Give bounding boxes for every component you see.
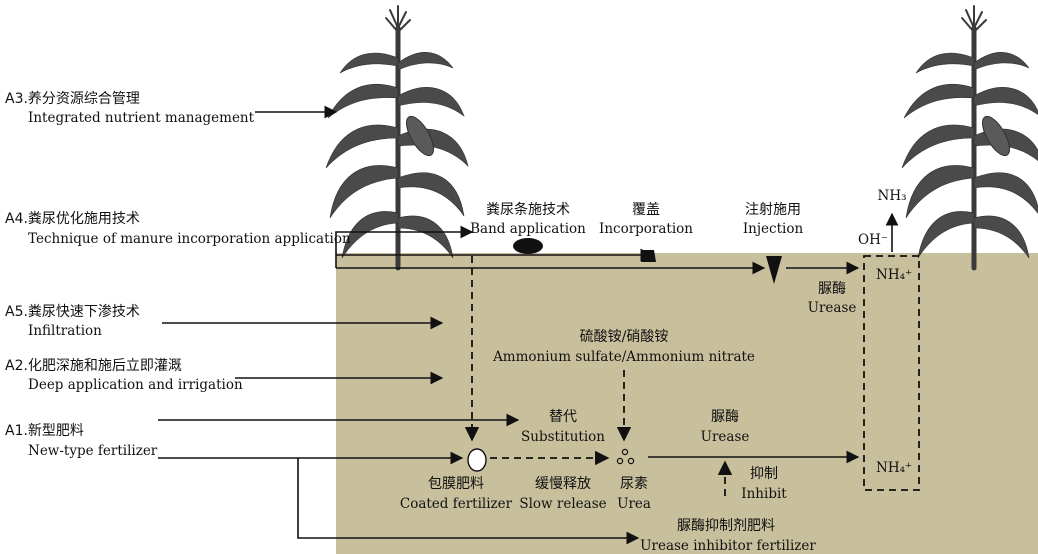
urea-cn: 尿素 [620, 476, 648, 492]
a4-label-en: Technique of manure incorporation applic… [28, 231, 351, 247]
nh4-top: NH₄⁺ [876, 267, 912, 283]
ammonium-cn: 硫酸铵/硝酸铵 [580, 329, 669, 345]
oh-label: OH⁻ [858, 232, 888, 248]
urease-top-cn: 脲酶 [818, 281, 846, 297]
a4-arrow-band [335, 225, 474, 268]
uif-en: Urease inhibitor fertilizer [640, 538, 816, 554]
coated-cn: 包膜肥料 [428, 476, 484, 492]
a2-label-en: Deep application and irrigation [28, 377, 243, 393]
slow-en: Slow release [519, 496, 606, 512]
urease-mid-en: Urease [701, 429, 750, 445]
incorporation-en: Incorporation [599, 221, 693, 237]
substitution-en: Substitution [521, 429, 605, 445]
ammonium-en: Ammonium sulfate/Ammonium nitrate [492, 349, 755, 365]
injection-cn: 注射施用 [745, 202, 801, 218]
injection-icon [766, 256, 782, 284]
a5-label-cn: A5.粪尿快速下渗技术 [5, 304, 140, 320]
coated-en: Coated fertilizer [400, 496, 513, 512]
maize-plant-icon [902, 6, 1038, 268]
incorporation-icon [641, 250, 656, 262]
urea-en: Urea [617, 496, 651, 512]
urease-top-en: Urease [808, 300, 857, 316]
a3-label-en: Integrated nutrient management [28, 110, 255, 126]
band-application-en: Band application [470, 221, 586, 237]
urease-mid-cn: 脲酶 [711, 409, 739, 425]
a4-label-cn: A4.粪尿优化施用技术 [5, 211, 140, 227]
incorporation-cn: 覆盖 [632, 202, 660, 218]
inhibit-cn: 抑制 [750, 466, 778, 482]
injection-en: Injection [743, 221, 804, 237]
soil-region [336, 253, 1038, 554]
inhibit-en: Inhibit [741, 486, 787, 502]
a3-label-cn: A3.养分资源综合管理 [5, 91, 140, 107]
nh4-bottom: NH₄⁺ [876, 460, 912, 476]
nh3-label: NH₃ [878, 188, 907, 204]
band-application-icon [513, 238, 543, 254]
band-application-cn: 粪尿条施技术 [486, 201, 570, 218]
uif-cn: 脲酶抑制剂肥料 [677, 518, 775, 534]
a2-label-cn: A2.化肥深施和施后立即灌溉 [5, 358, 182, 374]
coated-fertilizer-icon [467, 448, 487, 472]
a5-label-en: Infiltration [28, 323, 102, 339]
a1-label-en: New-type fertilizer [28, 443, 158, 459]
urea-icon [616, 448, 635, 465]
maize-plant-icon [326, 6, 468, 268]
a1-to-uif-arrow [297, 458, 640, 545]
a1-label-cn: A1.新型肥料 [5, 423, 84, 439]
slow-cn: 缓慢释放 [535, 475, 591, 492]
nh4-dashed-box [863, 255, 920, 491]
substitution-cn: 替代 [549, 409, 577, 425]
